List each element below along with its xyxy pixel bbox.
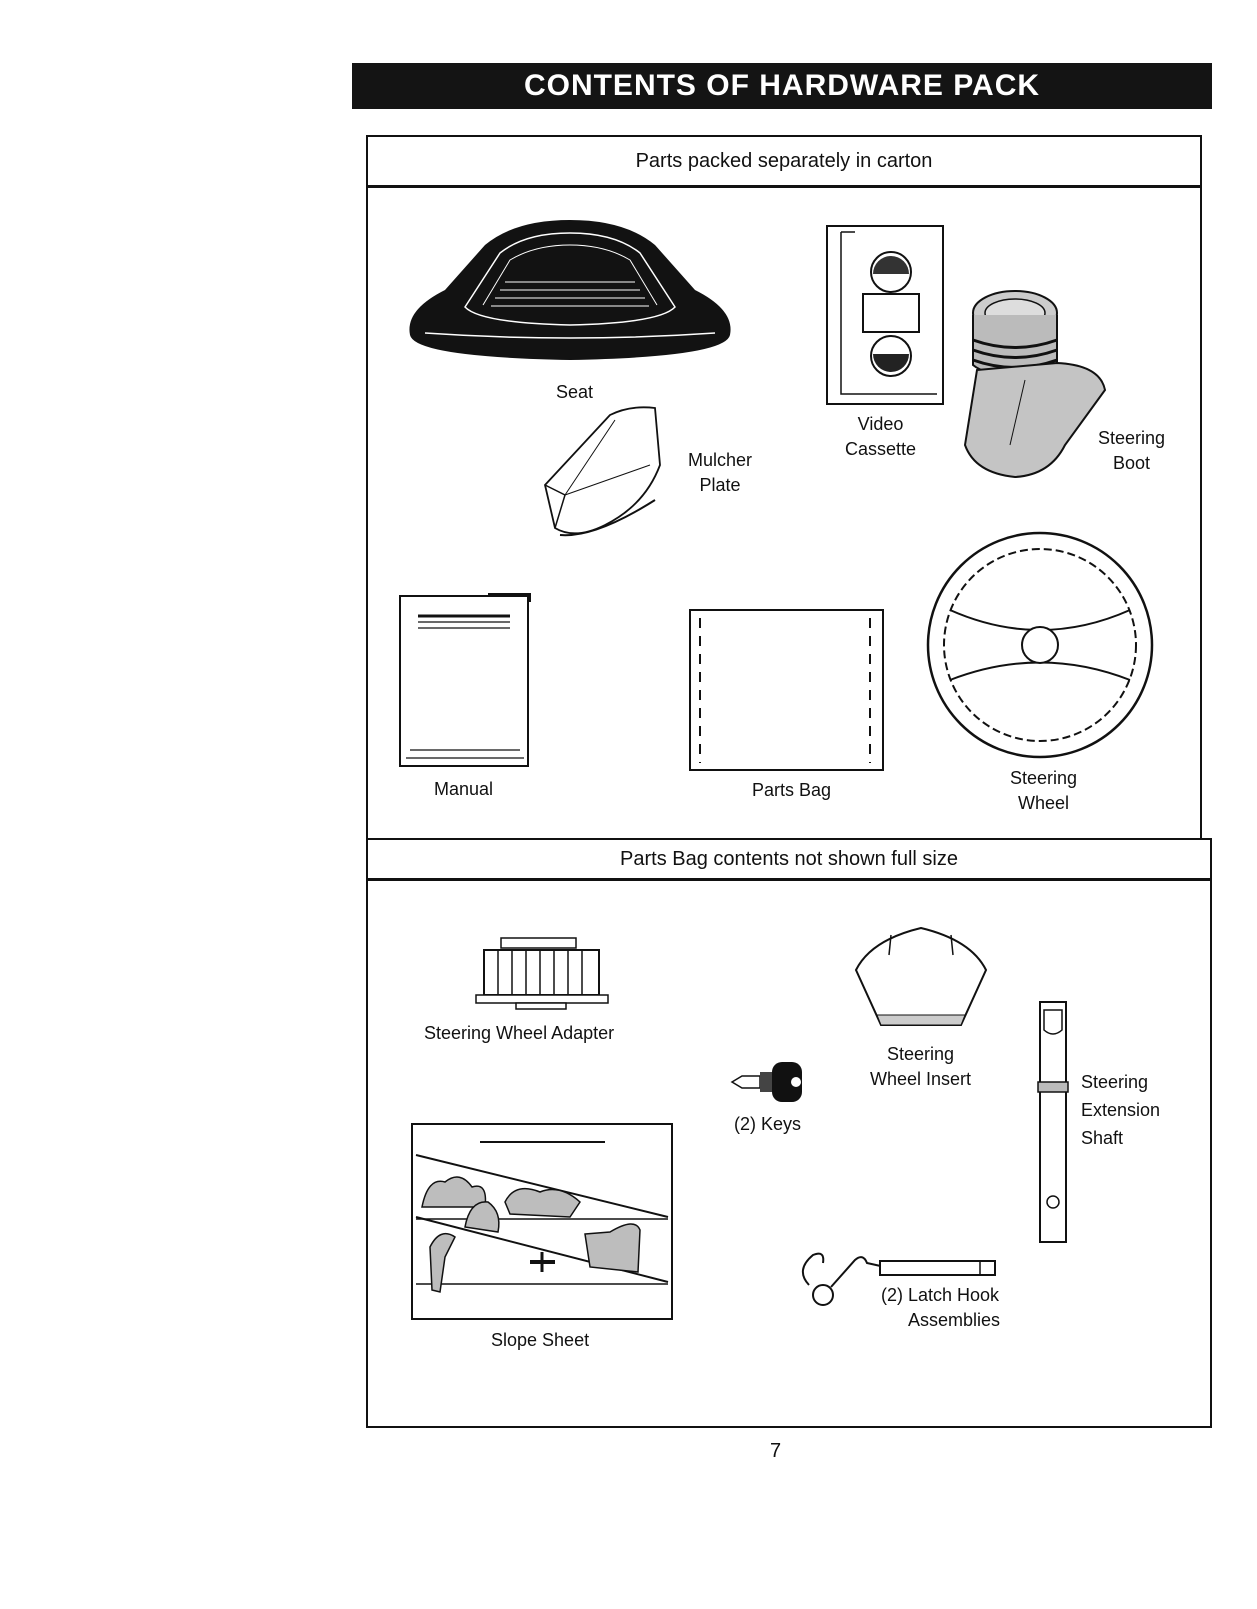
video-cassette-label: Video Cassette <box>845 412 916 462</box>
steering-wheel-insert-icon <box>851 925 991 1035</box>
steering-wheel-icon <box>925 530 1155 760</box>
manual-icon <box>398 592 533 770</box>
mulcher-plate-label: Mulcher Plate <box>688 448 752 498</box>
steering-wheel-adapter-label: Steering Wheel Adapter <box>424 1021 614 1046</box>
parts-bag-heading: Parts Bag contents not shown full size <box>368 840 1210 881</box>
keys-icon <box>730 1058 810 1106</box>
keys-label: (2) Keys <box>734 1112 801 1137</box>
seat-icon <box>405 215 735 365</box>
steering-wheel-insert-label: Steering Wheel Insert <box>870 1042 971 1092</box>
steering-wheel-adapter-icon <box>476 935 611 1015</box>
steering-wheel-label: Steering Wheel <box>1010 766 1077 816</box>
latch-hook-label: (2) Latch Hook Assemblies <box>880 1283 1000 1333</box>
parts-bag-icon <box>688 608 885 773</box>
steering-extension-shaft-icon <box>1036 1000 1072 1245</box>
mulcher-plate-icon <box>535 400 675 550</box>
steering-extension-shaft-label: Steering Extension Shaft <box>1081 1068 1160 1152</box>
page-title: CONTENTS OF HARDWARE PACK <box>352 63 1212 109</box>
carton-parts-heading: Parts packed separately in carton <box>368 137 1200 188</box>
video-cassette-icon <box>825 224 945 406</box>
page-number: 7 <box>770 1440 781 1463</box>
slope-sheet-label: Slope Sheet <box>491 1328 589 1353</box>
steering-boot-label: Steering Boot <box>1098 426 1165 476</box>
manual-label: Manual <box>434 777 493 802</box>
parts-bag-label: Parts Bag <box>752 778 831 803</box>
slope-sheet-icon <box>410 1122 675 1322</box>
